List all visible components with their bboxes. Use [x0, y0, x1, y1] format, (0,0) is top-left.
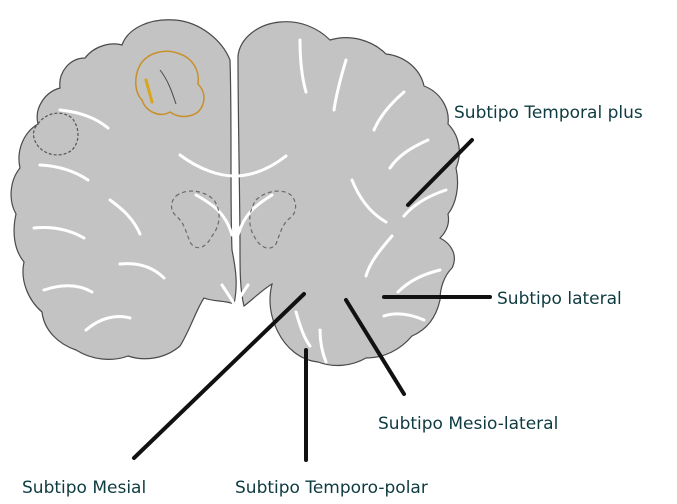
left-hemisphere	[11, 20, 236, 360]
label-mesio-lateral: Subtipo Mesio-lateral	[378, 416, 558, 433]
label-temporal-plus: Subtipo Temporal plus	[454, 105, 643, 122]
label-lateral: Subtipo lateral	[497, 291, 622, 308]
right-hemisphere	[238, 22, 459, 366]
label-temporo-polar: Subtipo Temporo-polar	[235, 480, 428, 497]
label-mesial: Subtipo Mesial	[22, 480, 146, 497]
